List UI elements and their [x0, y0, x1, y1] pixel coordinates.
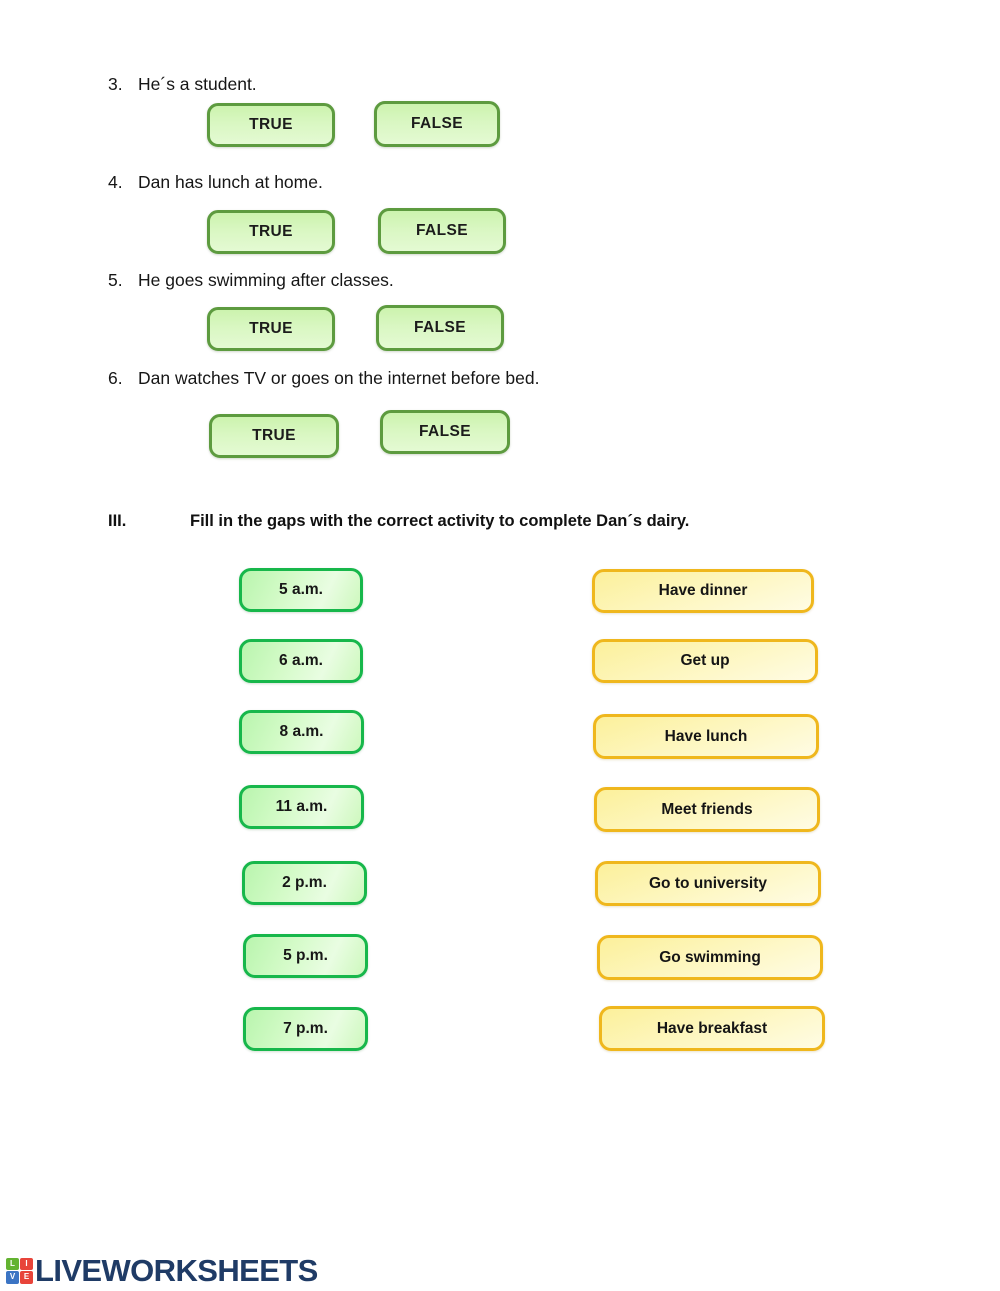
question-text: Dan has lunch at home.	[138, 172, 323, 192]
activity-chip[interactable]: Have lunch	[593, 714, 819, 759]
time-chip[interactable]: 5 a.m.	[239, 568, 363, 612]
answer-button-false[interactable]: FALSE	[376, 305, 504, 351]
answer-button-true[interactable]: TRUE	[207, 210, 335, 254]
time-chip[interactable]: 11 a.m.	[239, 785, 364, 829]
time-chip[interactable]: 8 a.m.	[239, 710, 364, 754]
activity-chip[interactable]: Go swimming	[597, 935, 823, 980]
question-number: 4.	[108, 172, 123, 192]
question-text: Dan watches TV or goes on the internet b…	[138, 368, 540, 388]
activity-chip[interactable]: Have breakfast	[599, 1006, 825, 1051]
liveworksheets-logo: L I V E LIVEWORKSHEETS	[6, 1255, 318, 1286]
time-chip[interactable]: 5 p.m.	[243, 934, 368, 978]
section-title: Fill in the gaps with the correct activi…	[190, 512, 690, 530]
time-chip[interactable]: 6 a.m.	[239, 639, 363, 683]
section-number: III.	[108, 512, 127, 530]
question-row: 5. He goes swimming after classes.	[108, 270, 394, 291]
question-text: He´s a student.	[138, 74, 257, 94]
liveworksheets-logo-icon: L I V E	[6, 1257, 33, 1284]
logo-tile-v: V	[6, 1271, 19, 1284]
answer-button-true[interactable]: TRUE	[207, 103, 335, 147]
question-row: 3. He´s a student.	[108, 74, 257, 95]
time-chip[interactable]: 2 p.m.	[242, 861, 367, 905]
answer-button-false[interactable]: FALSE	[374, 101, 500, 147]
question-text: He goes swimming after classes.	[138, 270, 394, 290]
question-row: 6. Dan watches TV or goes on the internet…	[108, 368, 539, 389]
answer-button-true[interactable]: TRUE	[207, 307, 335, 351]
answer-button-false[interactable]: FALSE	[380, 410, 510, 454]
answer-button-true[interactable]: TRUE	[209, 414, 339, 458]
logo-wordmark: LIVEWORKSHEETS	[35, 1253, 318, 1288]
time-chip[interactable]: 7 p.m.	[243, 1007, 368, 1051]
question-number: 3.	[108, 74, 123, 94]
activity-chip[interactable]: Go to university	[595, 861, 821, 906]
answer-button-false[interactable]: FALSE	[378, 208, 506, 254]
logo-tile-e: E	[20, 1271, 33, 1284]
logo-tile-i: I	[20, 1257, 33, 1270]
activity-chip[interactable]: Have dinner	[592, 569, 814, 613]
logo-tile-l: L	[6, 1257, 19, 1270]
question-number: 5.	[108, 270, 123, 290]
activity-chip[interactable]: Meet friends	[594, 787, 820, 832]
section-heading: III. Fill in the gaps with the correct a…	[108, 512, 689, 531]
question-row: 4. Dan has lunch at home.	[108, 172, 323, 193]
activity-chip[interactable]: Get up	[592, 639, 818, 683]
question-number: 6.	[108, 368, 123, 388]
